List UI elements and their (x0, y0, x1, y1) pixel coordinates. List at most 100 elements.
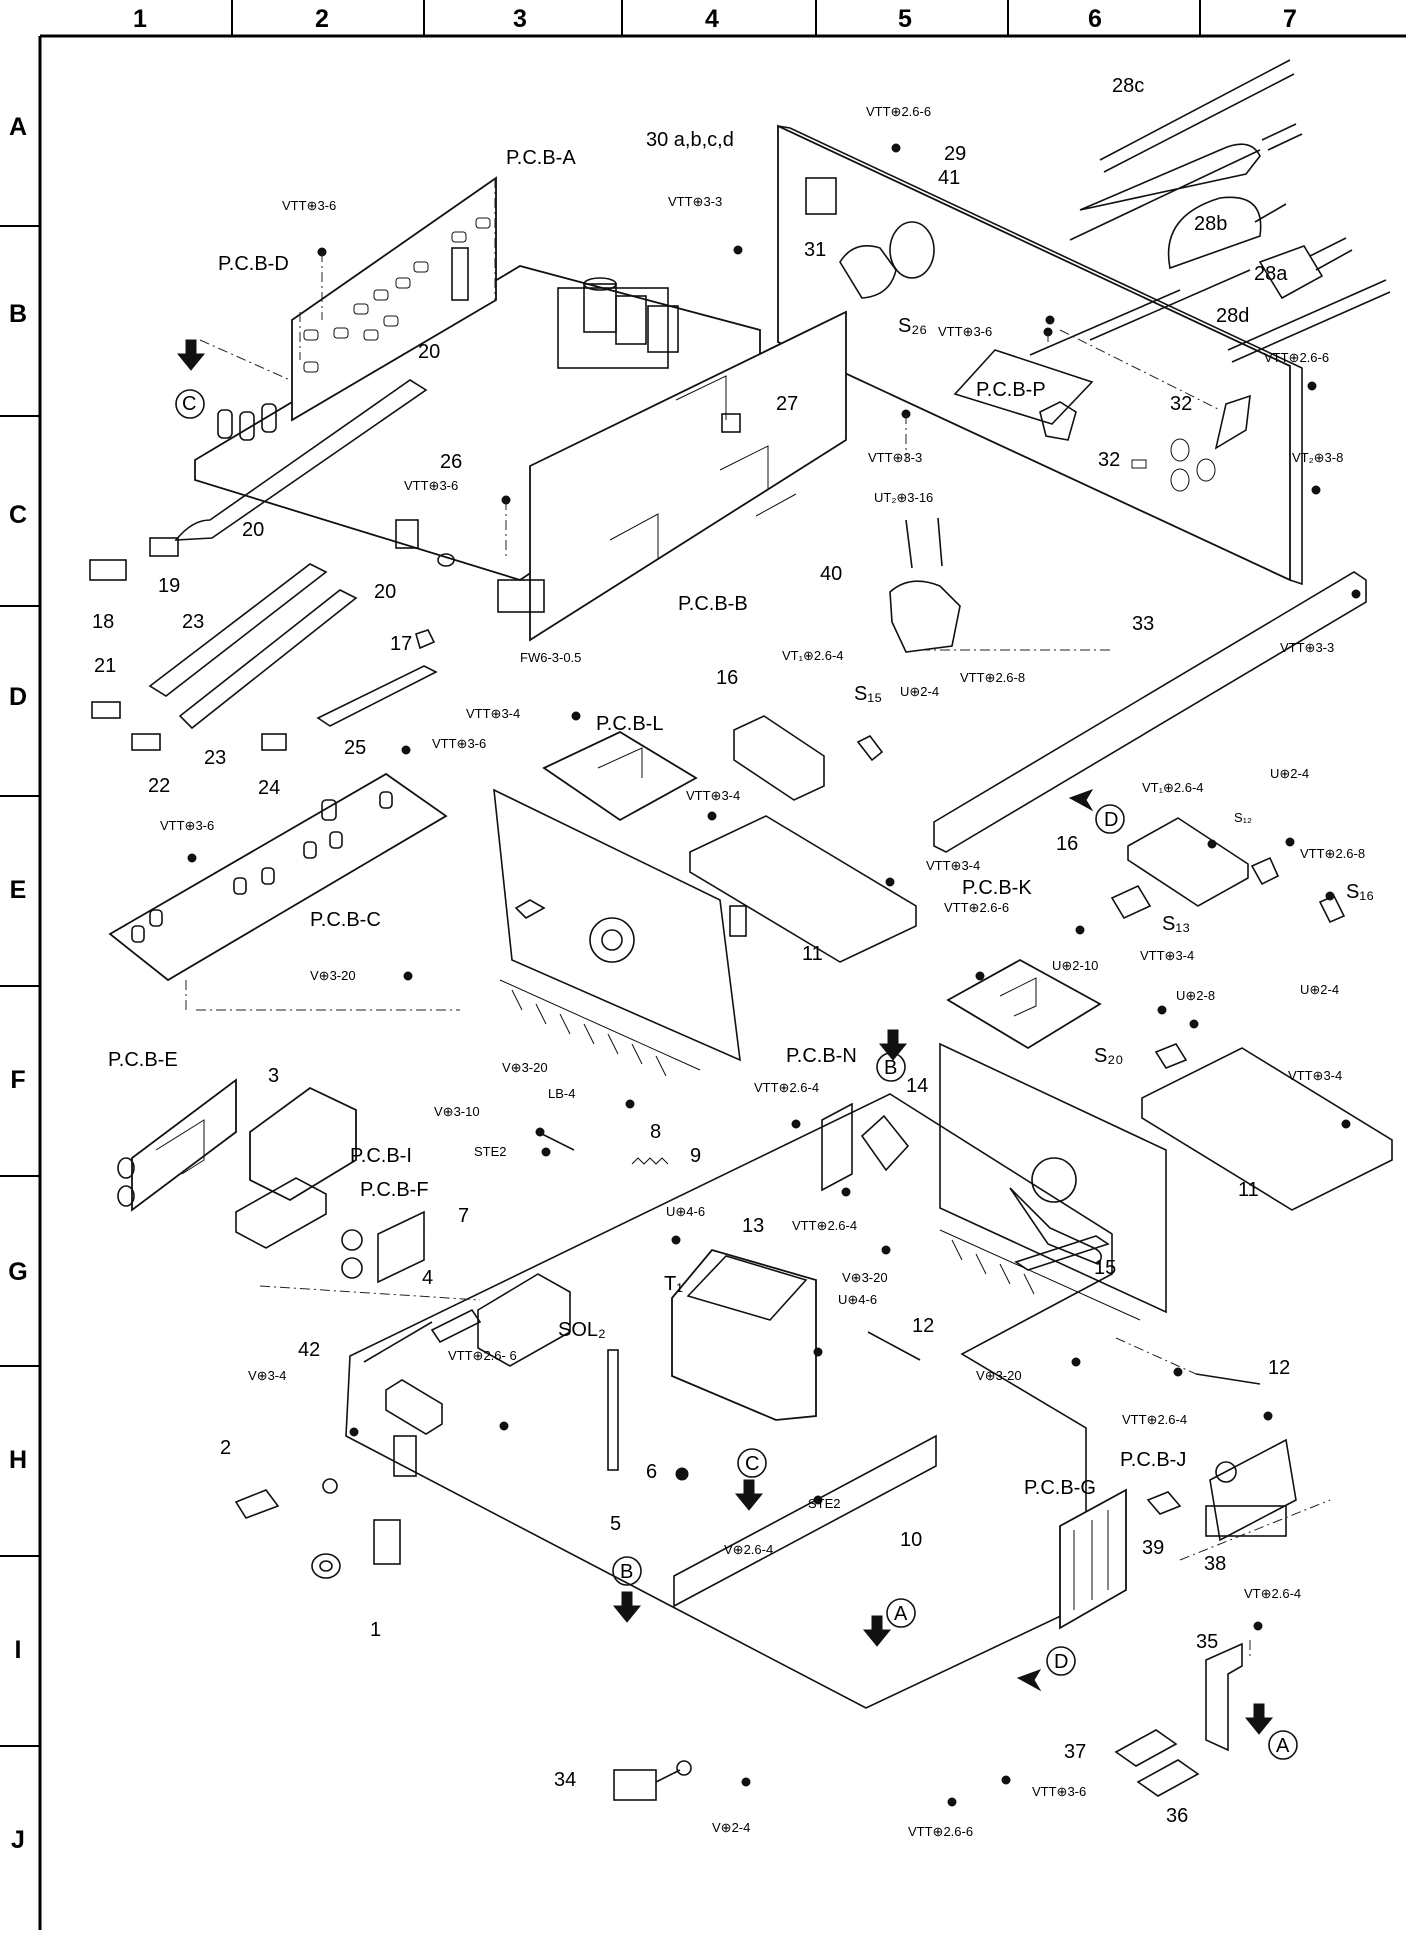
pcb-g-board (1059, 1488, 1127, 1630)
label-sc-vtt264-b: VTT⊕2.6-4 (792, 1218, 857, 1233)
label-p29: 29 (944, 143, 966, 165)
label-p5: 5 (610, 1513, 621, 1535)
label-sc-lb4: LB-4 (548, 1086, 575, 1101)
label-sc-u28: U⊕2-8 (1176, 988, 1215, 1003)
label-sc-vtt264-c: VTT⊕2.6-4 (1122, 1412, 1187, 1427)
label-p28a: 28a (1254, 263, 1288, 285)
label-ref-d1: D (1104, 809, 1118, 831)
label-p41: 41 (938, 167, 960, 189)
label-sc-vtt34-d: VTT⊕3-4 (1140, 948, 1194, 963)
col-1: 1 (133, 5, 147, 33)
label-sc-vtt36-f: VTT⊕3-6 (1032, 1784, 1086, 1799)
label-p11a: 11 (802, 943, 823, 965)
label-s12: S₁₂ (1234, 810, 1252, 825)
label-sc-vtt266-c: VTT⊕2.6-6 (944, 900, 1009, 915)
label-p24: 24 (258, 777, 280, 799)
column-labels: 1 2 3 4 5 6 7 (133, 5, 1297, 33)
label-p12a: 12 (912, 1315, 934, 1337)
label-ref-b2: B (620, 1561, 633, 1583)
pcb-j-board (1209, 1438, 1297, 1542)
label-p16b: 16 (1056, 833, 1078, 855)
assembly-lines (185, 252, 1331, 1660)
label-p7: 7 (458, 1205, 469, 1227)
label-sc-vtt36-e: VTT⊕3-6 (160, 818, 214, 833)
label-p27: 27 (776, 393, 798, 415)
solenoid-assembly (363, 1273, 619, 1471)
row-E: E (10, 876, 27, 904)
label-sc-ste2-b: STE2 (808, 1496, 841, 1511)
label-sc-vtt268-a: VTT⊕2.6-8 (960, 670, 1025, 685)
col-5: 5 (898, 5, 912, 33)
label-ref-c1: C (182, 393, 196, 415)
label-p9: 9 (690, 1145, 701, 1167)
label-p26: 26 (440, 451, 462, 473)
label-pcb-d: P.C.B-D (218, 253, 289, 275)
pcb-d-board (291, 176, 497, 422)
part-labels: P.C.B-A 30 a,b,c,d VTT⊕2.6-6 29 41 28c 2… (92, 75, 1374, 1839)
chassis-base (311, 1093, 1113, 1709)
label-sc-vtt266-b: VTT⊕2.6-6 (1264, 350, 1329, 365)
label-sc-u24-c: U⊕2-4 (1300, 982, 1339, 997)
label-sc-v34: V⊕3-4 (248, 1368, 286, 1383)
label-p28b: 28b (1194, 213, 1227, 235)
label-p19: 19 (158, 575, 180, 597)
label-sc-v320-a: V⊕3-20 (310, 968, 356, 983)
harnesses (89, 379, 438, 751)
label-sc-v24: V⊕2-4 (712, 1820, 750, 1835)
label-pcb-n: P.C.B-N (786, 1045, 857, 1067)
label-pcb-e: P.C.B-E (108, 1049, 178, 1071)
mechanism-left (493, 788, 747, 1077)
part-3-cover (249, 1086, 357, 1202)
label-p36: 36 (1166, 1805, 1188, 1827)
label-p20a: 20 (418, 341, 440, 363)
label-sc-vtt36-d: VTT⊕3-6 (432, 736, 486, 751)
label-p14: 14 (906, 1075, 928, 1097)
label-sc-u210: U⊕2-10 (1052, 958, 1098, 973)
label-p4: 4 (422, 1267, 433, 1289)
label-p18: 18 (92, 611, 114, 633)
label-sc-vt1264-b: VT₁⊕2.6-4 (1142, 780, 1204, 795)
label-sc-vtt34-c: VTT⊕3-4 (926, 858, 980, 873)
label-pcb-a: P.C.B-A (506, 147, 576, 169)
label-sc-vtt266-d: VTT⊕2.6- 6 (448, 1348, 517, 1363)
label-t1: T₁ (664, 1273, 683, 1295)
label-p6: 6 (646, 1461, 657, 1483)
label-sc-fw: FW6-3-0.5 (520, 650, 581, 665)
label-p40: 40 (820, 563, 842, 585)
label-sc-vtt36-c: VTT⊕3-6 (404, 478, 458, 493)
mechanism-right (939, 1042, 1167, 1321)
label-sc-v310: V⊕3-10 (434, 1104, 480, 1119)
label-sc-u24-b: U⊕2-4 (1270, 766, 1309, 781)
label-sol2: SOL₂ (558, 1319, 606, 1341)
label-p11b: 11 (1238, 1179, 1259, 1201)
label-sc-vtt34-e: VTT⊕3-4 (1288, 1068, 1342, 1083)
label-p37: 37 (1064, 1741, 1086, 1763)
label-pcb-g: P.C.B-G (1024, 1477, 1096, 1499)
label-p30: 30 a,b,c,d (646, 129, 734, 151)
label-sc-v264: V⊕2.6-4 (724, 1542, 773, 1557)
pcb-k-board (946, 958, 1102, 1050)
label-p1: 1 (370, 1619, 381, 1641)
label-ref-b1: B (884, 1057, 897, 1079)
label-sc-vtt33-b: VTT⊕3-3 (868, 450, 922, 465)
label-p28c: 28c (1112, 75, 1144, 97)
rear-panel (777, 124, 1303, 586)
row-A: A (9, 113, 27, 141)
label-p2: 2 (220, 1437, 231, 1459)
label-sc-vt264: VT⊕2.6-4 (1244, 1586, 1301, 1601)
label-sc-v320-d: V⊕3-20 (976, 1368, 1022, 1383)
label-p33: 33 (1132, 613, 1154, 635)
label-sc-vt1264-a: VT₁⊕2.6-4 (782, 648, 844, 663)
label-sc-ut2316: UT₂⊕3-16 (874, 490, 933, 505)
label-sc-vtt266-e: VTT⊕2.6-6 (908, 1824, 973, 1839)
small-parts (234, 1478, 1287, 1801)
pcb-l-board (542, 730, 698, 822)
label-ref-c2: C (745, 1453, 759, 1475)
row-F: F (10, 1066, 25, 1094)
label-p38: 38 (1204, 1553, 1226, 1575)
label-p39: 39 (1142, 1537, 1164, 1559)
label-sc-u46-b: U⊕4-6 (838, 1292, 877, 1307)
label-s13: S₁₃ (1162, 913, 1190, 935)
label-ref-d2: D (1054, 1651, 1068, 1673)
